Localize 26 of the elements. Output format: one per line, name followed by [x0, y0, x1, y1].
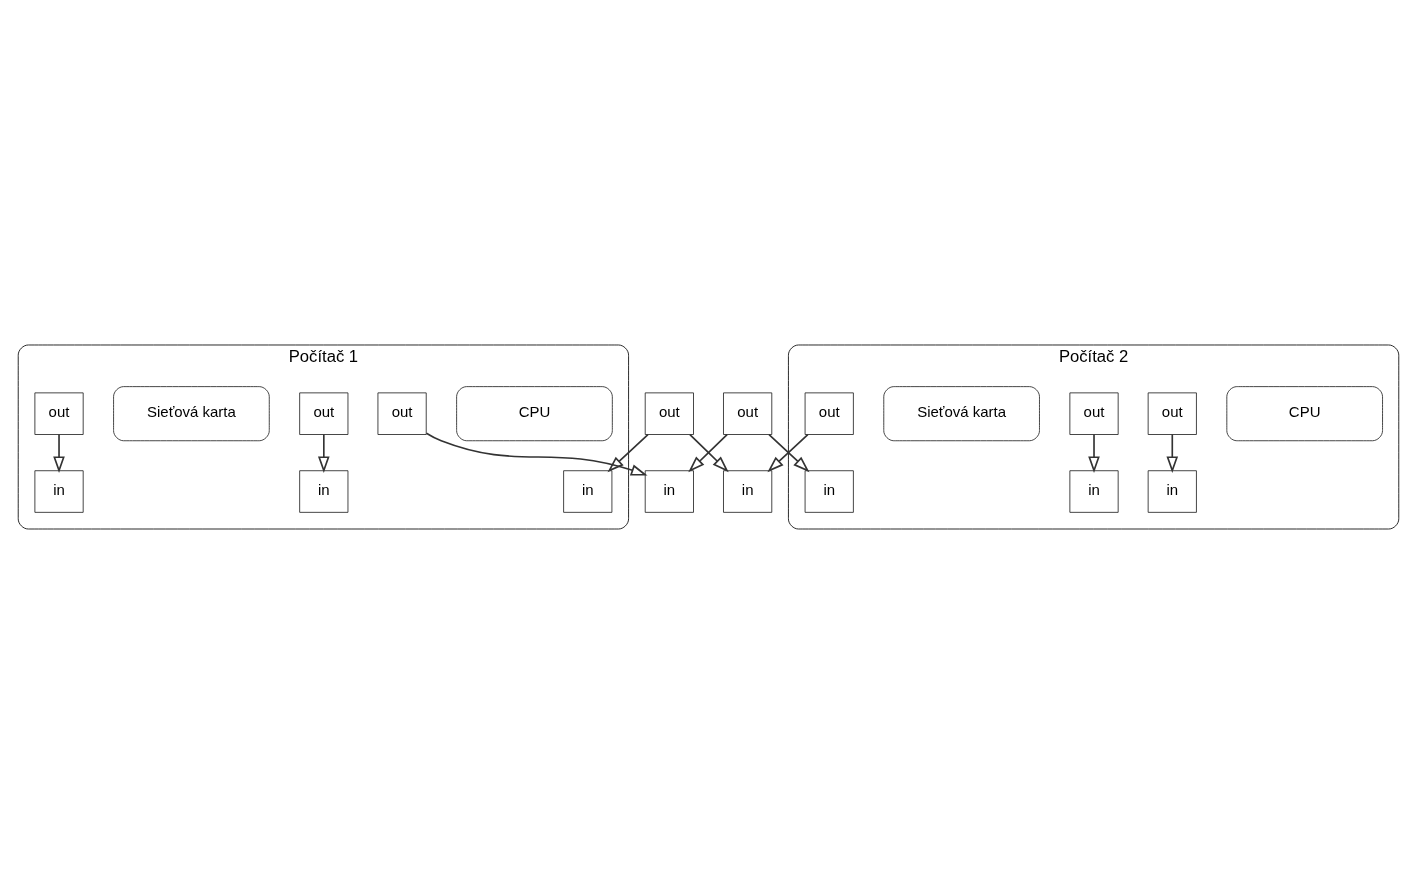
node-box: in — [1147, 469, 1197, 513]
node-box: in — [723, 469, 773, 513]
node-box: in — [563, 469, 613, 513]
node-box: Sieťová karta — [113, 385, 270, 441]
node-box: in — [299, 469, 349, 513]
node-box: out — [1147, 391, 1197, 435]
arrow — [53, 433, 65, 473]
node-box: out — [34, 391, 84, 435]
node-box: Sieťová karta — [883, 385, 1040, 441]
arrow — [425, 431, 648, 476]
node-box: out — [723, 391, 773, 435]
node-box: in — [804, 469, 854, 513]
node-box: in — [1069, 469, 1119, 513]
node-box: in — [34, 469, 84, 513]
arrow — [607, 433, 649, 472]
node-box: out — [644, 391, 694, 435]
node-box: CPU — [456, 385, 613, 441]
node-box: CPU — [1226, 385, 1383, 441]
arrow — [1088, 433, 1100, 473]
node-box: out — [299, 391, 349, 435]
node-box: out — [377, 391, 427, 435]
arrow — [317, 433, 330, 473]
node-box: out — [804, 391, 854, 435]
node-box: out — [1069, 391, 1119, 435]
node-box: in — [644, 469, 694, 513]
arrow — [1166, 433, 1179, 473]
